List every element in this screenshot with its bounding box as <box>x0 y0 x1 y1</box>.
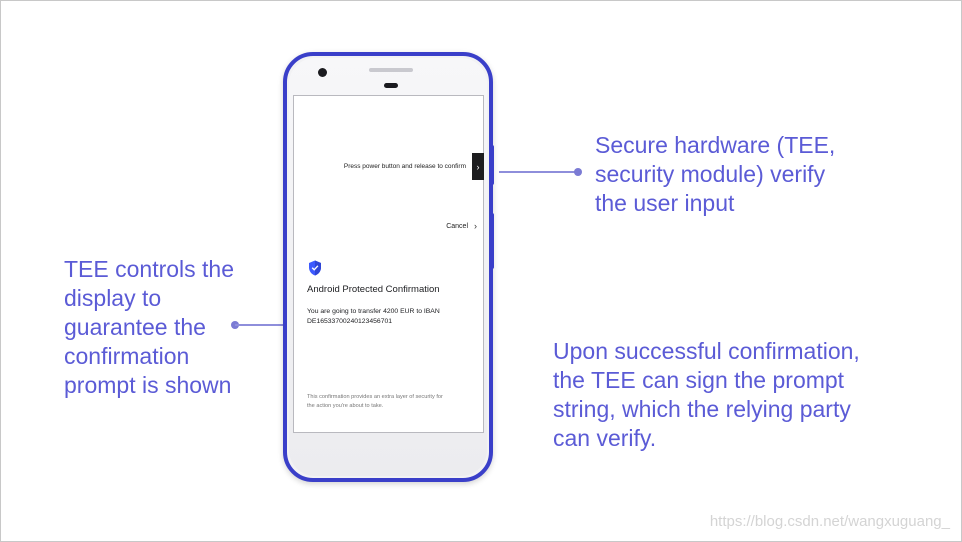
confirmation-prompt: You are going to transfer 4200 EUR to IB… <box>307 308 440 325</box>
phone-screen: Press power button and release to confir… <box>293 95 484 433</box>
chevron-right-icon: › <box>476 161 480 172</box>
right-connector-line <box>499 171 577 173</box>
confirmation-title: Android Protected Confirmation <box>307 284 440 295</box>
earpiece <box>384 83 398 88</box>
right-connector-dot <box>574 168 582 176</box>
watermark: https://blog.csdn.net/wangxuguang_ <box>709 513 950 530</box>
tee-display-annotation: TEE controls the display to guarantee th… <box>64 256 235 398</box>
volume-button[interactable] <box>490 213 494 269</box>
left-connector-line <box>235 324 305 326</box>
power-confirm-tab: › <box>472 153 484 180</box>
power-confirm-hint: Press power button and release to confir… <box>343 163 466 170</box>
cancel-button[interactable]: Cancel › <box>446 221 477 231</box>
front-camera <box>318 68 327 77</box>
confirmation-footer: This confirmation provides an extra laye… <box>307 394 443 409</box>
speaker-slot <box>369 68 413 72</box>
power-button[interactable] <box>490 145 494 185</box>
signing-annotation: Upon successful confirmation, the TEE ca… <box>553 338 860 451</box>
chevron-right-icon: › <box>474 221 477 231</box>
cancel-label: Cancel <box>446 222 468 230</box>
secure-hardware-annotation: Secure hardware (TEE, security module) v… <box>595 132 836 216</box>
shield-icon <box>309 260 321 276</box>
